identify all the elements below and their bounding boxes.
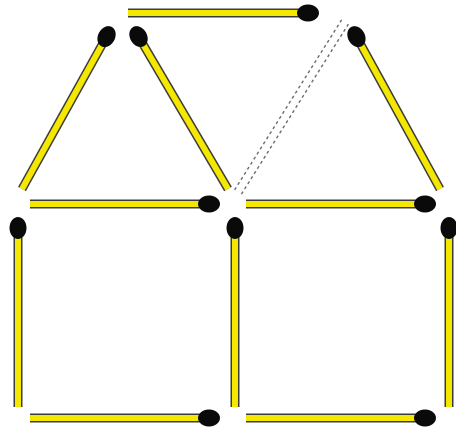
match-head [198, 410, 220, 427]
wall-center-match [227, 217, 244, 407]
roof-top-match [128, 5, 319, 22]
match-head [414, 196, 436, 213]
roof-left-outer-match [22, 23, 119, 189]
match-head [198, 196, 220, 213]
match-head [297, 5, 319, 22]
roof-right-outer-match [344, 23, 440, 189]
match-head [441, 217, 456, 239]
wall-right-match [441, 217, 456, 407]
floor-right-match [246, 410, 436, 427]
match-head [10, 217, 27, 239]
wall-left-match [10, 217, 27, 407]
roof-moved-match [235, 20, 349, 194]
floor-left-match [30, 410, 220, 427]
match-head [227, 217, 244, 239]
house-middle-left-match [30, 196, 220, 213]
match-head [414, 410, 436, 427]
roof-left-inner-match [126, 23, 228, 189]
house-middle-right-match [246, 196, 436, 213]
